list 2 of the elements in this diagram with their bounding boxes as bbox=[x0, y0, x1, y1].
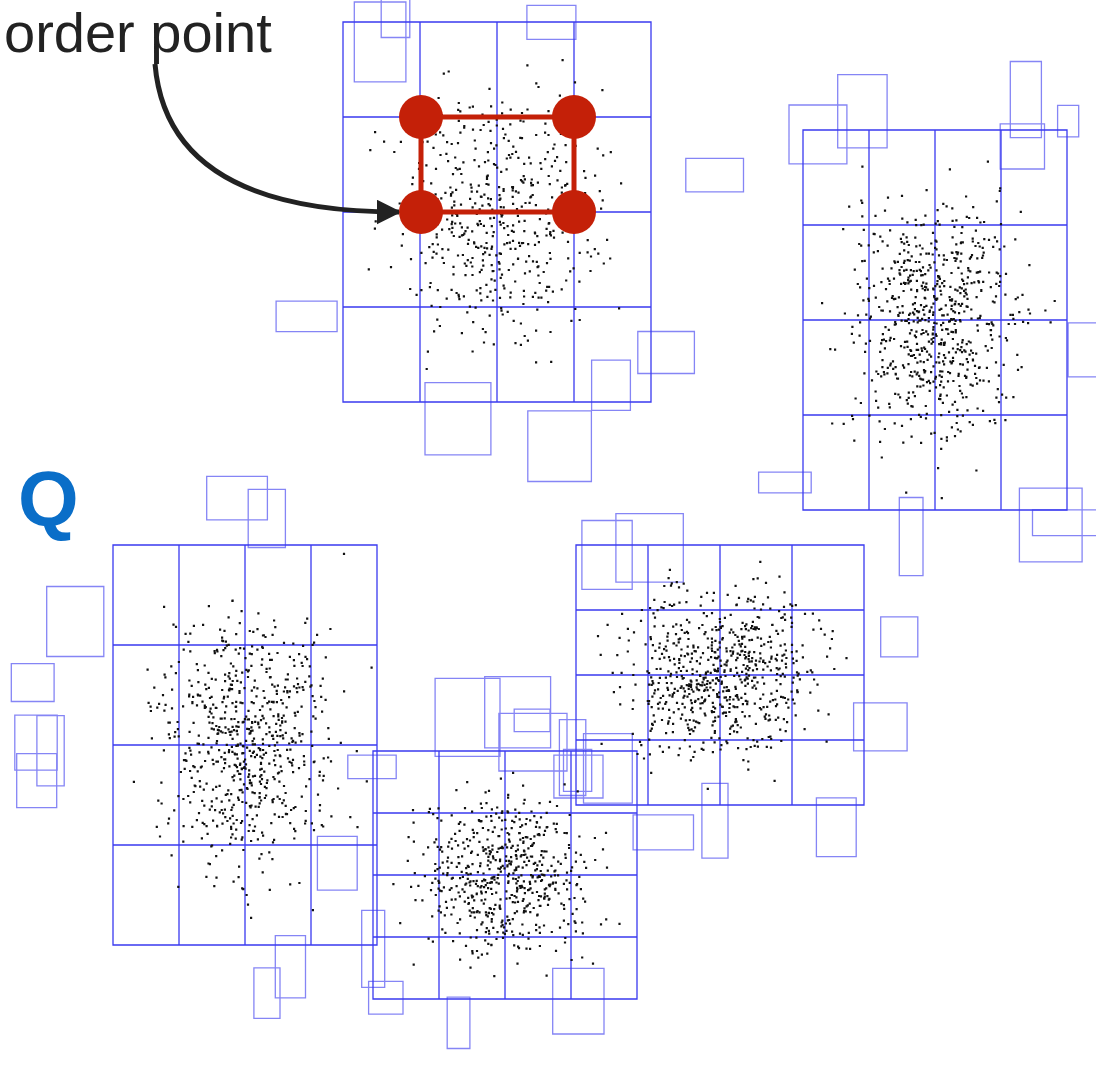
callout-text: order point bbox=[4, 2, 272, 64]
point-marker bbox=[399, 190, 443, 234]
